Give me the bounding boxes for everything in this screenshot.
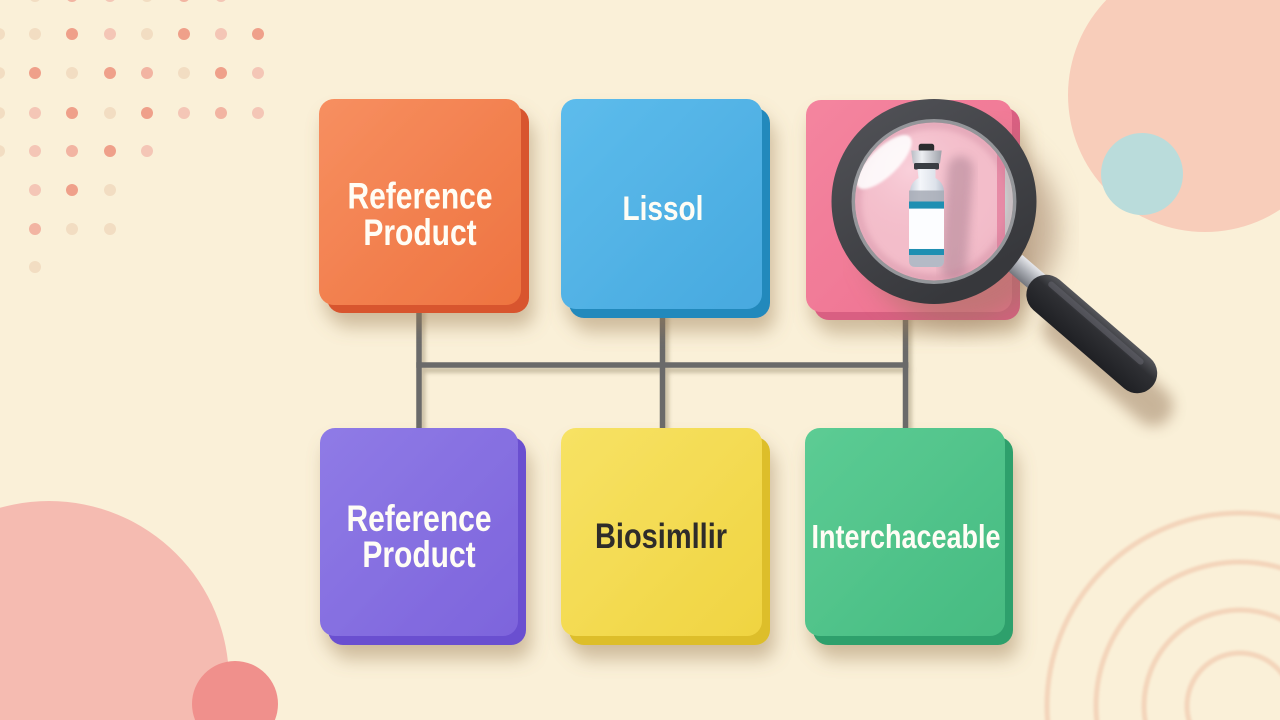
svg-text:Biosimllir: Biosimllir [595,516,727,555]
svg-text:Lissol: Lissol [623,189,704,227]
svg-text:Product: Product [363,213,476,253]
svg-text:Reference: Reference [347,177,492,217]
svg-text:Interchaceable: Interchaceable [811,520,1000,556]
svg-text:Reference: Reference [346,499,491,539]
svg-text:Product: Product [362,535,475,575]
